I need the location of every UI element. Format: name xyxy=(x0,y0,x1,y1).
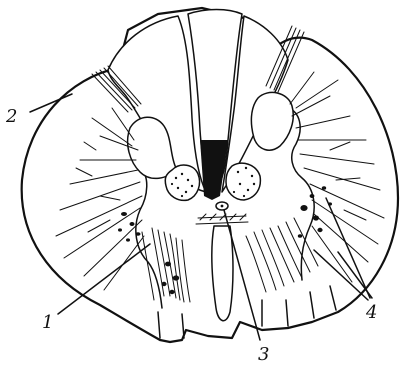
dotted-area-right xyxy=(226,163,260,200)
label-3: 3 xyxy=(258,344,269,365)
central-canal-dot xyxy=(221,205,224,208)
label-1: 1 xyxy=(42,312,53,333)
label-2: 2 xyxy=(5,106,17,127)
label-4: 4 xyxy=(365,302,377,323)
